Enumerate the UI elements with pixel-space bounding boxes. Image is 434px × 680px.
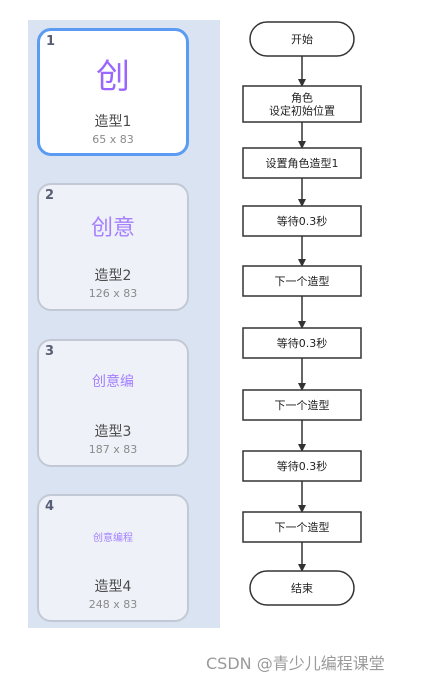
terminal-node [249, 570, 355, 606]
costume-card-1[interactable]: 1 创 造型1 65 x 83 [37, 28, 189, 156]
costume-preview: 创意 [90, 216, 135, 241]
costume-number: 4 [45, 499, 55, 514]
costume-name: 造型4 [94, 579, 132, 595]
process-node [242, 85, 362, 123]
costume-card-3[interactable]: 3 创意编 造型3 187 x 83 [37, 339, 189, 467]
flow-step-3: 设置角色造型1 [242, 147, 362, 179]
costume-number: 1 [46, 34, 56, 49]
process-node [242, 511, 362, 543]
process-node [242, 205, 362, 237]
costume-card-2[interactable]: 2 创意 造型2 126 x 83 [37, 183, 189, 311]
node-label: 下一个造型 [275, 274, 330, 288]
costume-name: 造型1 [94, 114, 132, 130]
costume-preview: 创 [96, 57, 130, 97]
costume-preview: 创意编 [92, 374, 134, 390]
flow-step-1: 开始 [249, 21, 355, 57]
process-node [242, 389, 362, 421]
flow-step-7: 下一个造型 [242, 389, 362, 421]
node-label: 等待0.3秒 [277, 336, 328, 350]
costume-size: 187 x 83 [88, 443, 138, 456]
node-label: 设置角色造型1 [266, 156, 339, 170]
costume-size: 248 x 83 [88, 598, 138, 611]
flow-step-4: 等待0.3秒 [242, 205, 362, 237]
node-label: 等待0.3秒 [277, 459, 328, 473]
process-node [242, 265, 362, 297]
node-label: 设定初始位置 [269, 104, 335, 118]
costume-card-4[interactable]: 4 创意编程 造型4 248 x 83 [37, 494, 189, 622]
costume-name: 造型3 [94, 424, 132, 440]
costume-preview: 创意编程 [93, 533, 133, 544]
node-label: 角色 [291, 91, 313, 105]
costume-size: 126 x 83 [88, 287, 138, 300]
node-label: 下一个造型 [275, 398, 330, 412]
node-label: 等待0.3秒 [277, 214, 328, 228]
flow-step-8: 等待0.3秒 [242, 450, 362, 482]
flow-step-9: 下一个造型 [242, 511, 362, 543]
flow-step-10: 结束 [249, 570, 355, 606]
process-node [242, 147, 362, 179]
node-label: 开始 [291, 32, 313, 46]
costume-number: 2 [45, 188, 55, 203]
costume-number: 3 [45, 344, 55, 359]
costume-name: 造型2 [94, 268, 132, 284]
node-label: 结束 [291, 582, 313, 595]
flow-step-5: 下一个造型 [242, 265, 362, 297]
process-node [242, 450, 362, 482]
watermark: CSDN @青少儿编程课堂 [206, 654, 385, 673]
flow-step-6: 等待0.3秒 [242, 327, 362, 359]
costume-size: 65 x 83 [92, 133, 134, 146]
node-label: 下一个造型 [275, 520, 330, 534]
